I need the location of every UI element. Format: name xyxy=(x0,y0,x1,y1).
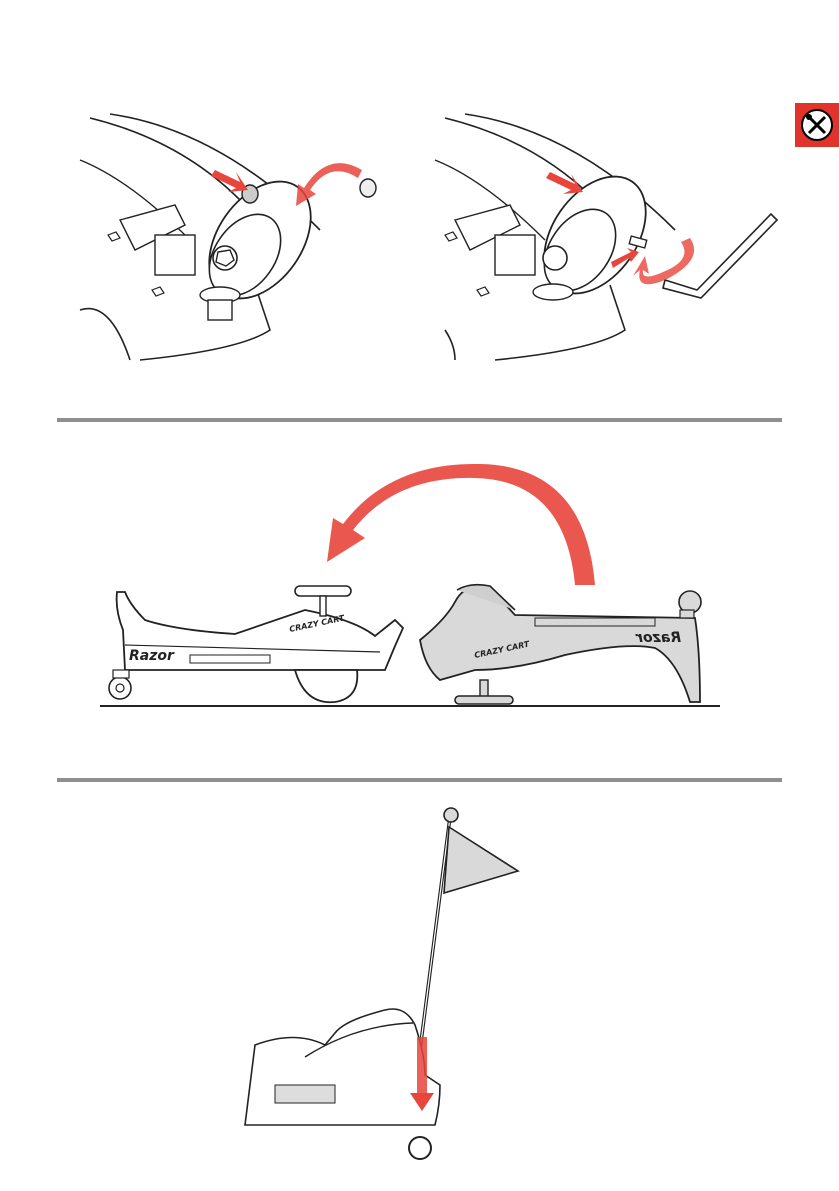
caster-cap-illustration xyxy=(70,110,400,370)
flag-install-illustration xyxy=(245,805,545,1135)
wrench-screwdriver-icon xyxy=(795,103,839,147)
tools-required-badge xyxy=(795,103,839,147)
step-marker-circle xyxy=(408,1136,432,1160)
brand-logo-left: Razor xyxy=(129,648,175,664)
section-divider-2 xyxy=(57,778,782,782)
caster-bolt-illustration xyxy=(435,110,780,370)
section-divider-1 xyxy=(57,418,782,422)
kart-flip-illustration: Razor CRAZY CART Razor CRAZY CART xyxy=(95,470,725,715)
brand-logo-right: Razor xyxy=(635,630,681,646)
